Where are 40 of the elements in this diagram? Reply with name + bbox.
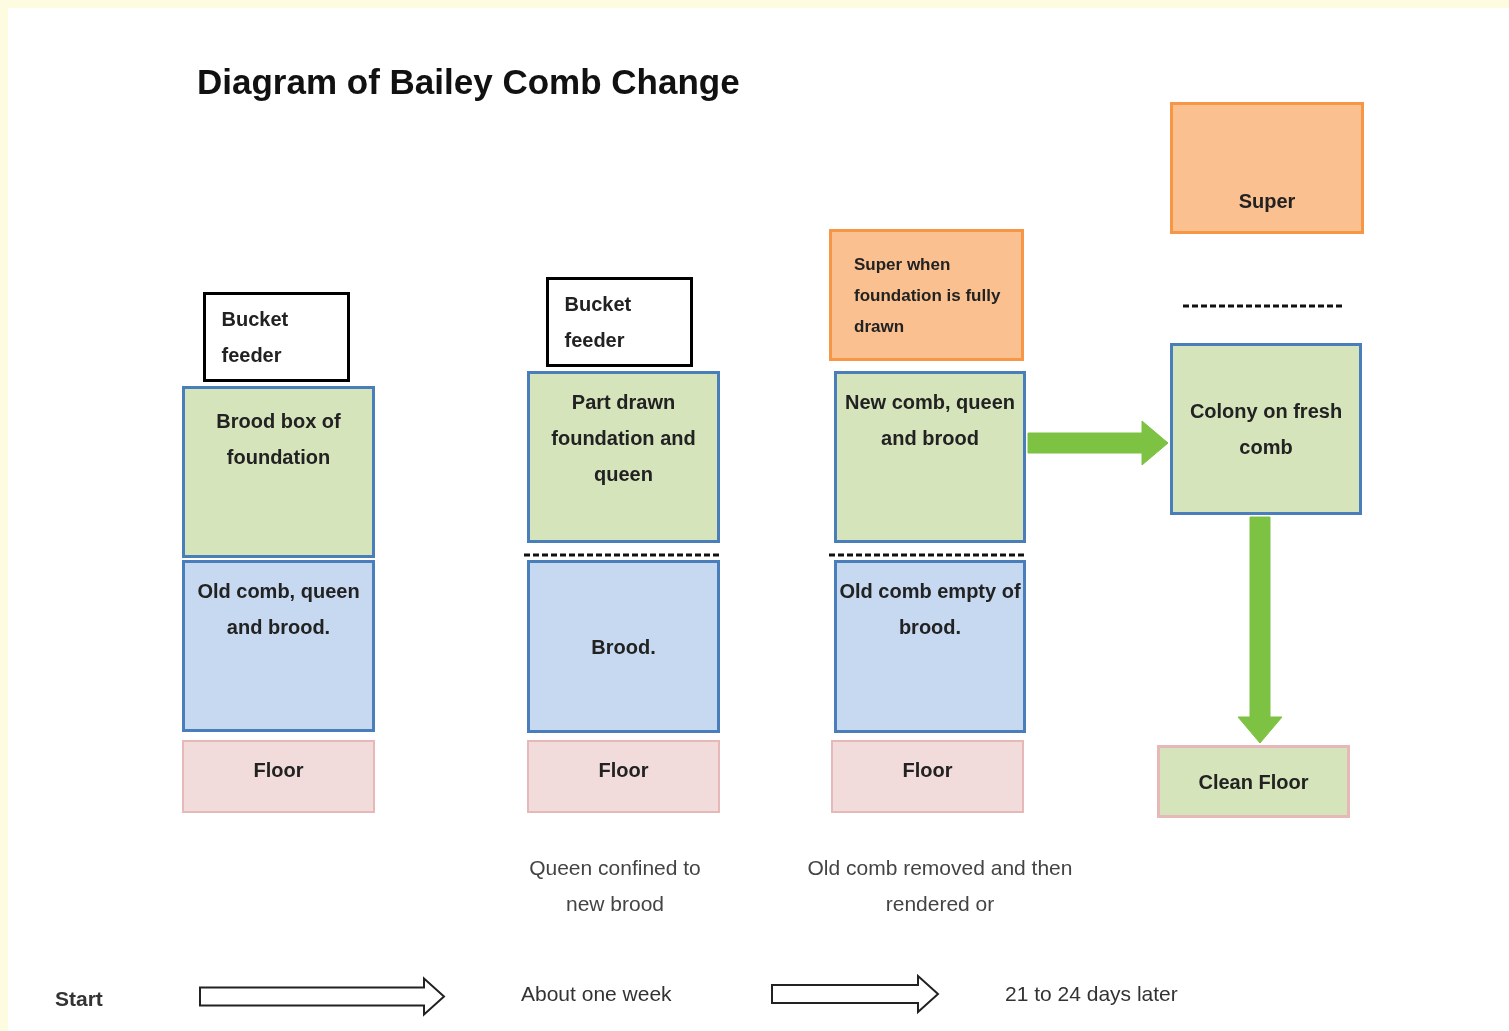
box-label: Colony on fresh comb [1188,399,1344,460]
caption-text: Old comb removed and then rendered or [806,855,1074,917]
box-label: Part drawn foundation and queen [550,390,697,487]
box-label: Old comb, queen and brood. [196,579,361,640]
box-label: Old comb empty of brood. [838,579,1022,640]
caption-text: Queen confined to new brood [528,855,702,917]
floor-box [831,740,1024,813]
box-label: Bucket feeder [221,307,290,368]
box-label: Bucket feeder [564,292,633,353]
brood-box [834,560,1026,733]
box-label: Super when foundation is fully drawn [854,253,1002,338]
brood-box [527,371,720,543]
brood-box [1170,343,1362,515]
step-label: Start [55,986,103,1012]
feeder-box [546,277,693,367]
step-label: About one week [521,981,672,1007]
super-box [829,229,1024,361]
box-label: Super [1238,189,1296,214]
feeder-box [203,292,350,382]
box-label: Brood box of foundation [215,409,342,470]
step-label: 21 to 24 days later [1005,981,1178,1007]
super-box [1170,102,1364,234]
box-label: Clean Floor [1198,769,1309,795]
brood-box [182,386,375,558]
brood-box [527,560,720,733]
brood-box [834,371,1026,543]
block-arrow [1237,516,1283,744]
box-label: Floor [598,758,649,783]
floor-box [1157,745,1350,818]
floor-box [527,740,720,813]
box-label: Brood. [591,634,656,660]
brood-box [182,560,375,732]
block-arrow [199,976,446,1017]
box-label: Floor [253,758,304,783]
block-arrow [1027,420,1169,466]
box-label: New comb, queen and brood [844,390,1016,451]
box-label: Floor [902,758,953,783]
title: Diagram of Bailey Comb Change [197,62,740,102]
block-arrow [771,973,940,1015]
floor-box [182,740,375,813]
